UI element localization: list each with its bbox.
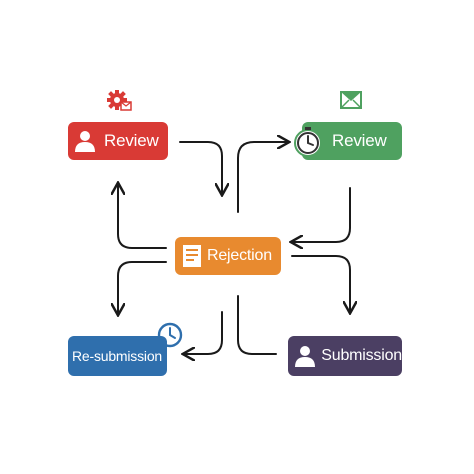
- connector-review-left-to-rejection: [179, 141, 222, 194]
- stopwatch-icon: [292, 126, 324, 158]
- envelope-icon: [339, 90, 363, 110]
- connector-submission-to-rejection: [237, 295, 277, 355]
- connector-rejection-to-review-right: [237, 142, 288, 213]
- connector-resubmission-to-rejection: [184, 311, 223, 354]
- resubmission-node[interactable]: Re-submission: [68, 336, 167, 376]
- rejection-label: Rejection: [207, 247, 272, 264]
- gear-mail-icon: [106, 88, 132, 112]
- connector-review-right-to-rejection: [292, 187, 351, 242]
- user-icon: [292, 343, 317, 369]
- connector-rejection-to-resubmission: [118, 261, 167, 314]
- submission-node[interactable]: Submission: [288, 336, 402, 376]
- connector-rejection-to-review-left: [118, 184, 167, 249]
- submission-label: Submission: [321, 347, 402, 364]
- rejection-node[interactable]: Rejection: [175, 237, 281, 275]
- resubmission-label: Re-submission: [72, 348, 162, 364]
- review-node-left[interactable]: Review: [68, 122, 168, 160]
- user-icon: [72, 128, 98, 154]
- document-icon: [181, 243, 203, 269]
- review-right-label: Review: [332, 131, 387, 150]
- review-left-label: Review: [104, 131, 159, 150]
- connector-rejection-to-submission: [291, 255, 350, 312]
- review-node-right[interactable]: Review: [302, 122, 402, 160]
